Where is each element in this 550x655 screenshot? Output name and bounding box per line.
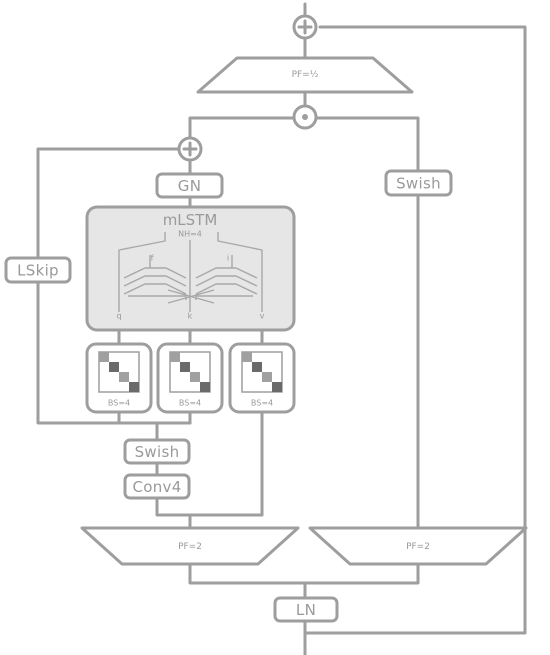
add-op-inner xyxy=(177,136,203,162)
input-v-label: v xyxy=(260,312,265,321)
up-left-label: PF=2 xyxy=(178,542,202,552)
block-q-label: BS=4 xyxy=(108,399,130,408)
up-projection-right: PF=2 xyxy=(308,526,528,566)
add-op-top xyxy=(292,14,318,40)
block-diag-v: BS=4 xyxy=(228,342,296,414)
conv-label: Conv4 xyxy=(132,478,181,496)
group-norm-box: GN xyxy=(155,172,224,199)
block-k-label: BS=4 xyxy=(179,399,201,408)
swish-box-right: Swish xyxy=(384,169,453,197)
group-norm-label: GN xyxy=(178,177,201,195)
top-projection-label: PF=½ xyxy=(292,70,319,80)
connection-wires xyxy=(36,2,527,655)
up-projection-left: PF=2 xyxy=(80,526,300,566)
swish-right-label: Swish xyxy=(396,175,441,193)
lskip-box: LSkip xyxy=(4,256,72,284)
block-diag-k: BS=4 xyxy=(156,342,224,414)
conv-box: Conv4 xyxy=(123,473,191,500)
up-right-label: PF=2 xyxy=(406,542,430,552)
mlstm-cell: mLSTM NH=4 f i q k v xyxy=(85,205,296,332)
block-v-label: BS=4 xyxy=(251,399,273,408)
block-diag-q: BS=4 xyxy=(85,342,153,414)
gate-i-label: i xyxy=(227,254,229,263)
input-k-label: k xyxy=(188,312,193,321)
mlstm-internal-structure xyxy=(118,232,263,312)
mlstm-title: mLSTM xyxy=(163,211,218,229)
top-projection: PF=½ xyxy=(196,56,414,94)
swish-box-left: Swish xyxy=(123,438,191,465)
input-q-label: q xyxy=(116,312,121,321)
swish-left-label: Swish xyxy=(135,443,180,461)
gate-f-label: f xyxy=(151,254,154,263)
mlstm-heads: NH=4 xyxy=(178,230,202,239)
multiply-op xyxy=(292,104,318,130)
lskip-label: LSkip xyxy=(17,262,59,280)
layer-norm-label: LN xyxy=(296,601,316,619)
layer-norm-box: LN xyxy=(273,596,339,623)
